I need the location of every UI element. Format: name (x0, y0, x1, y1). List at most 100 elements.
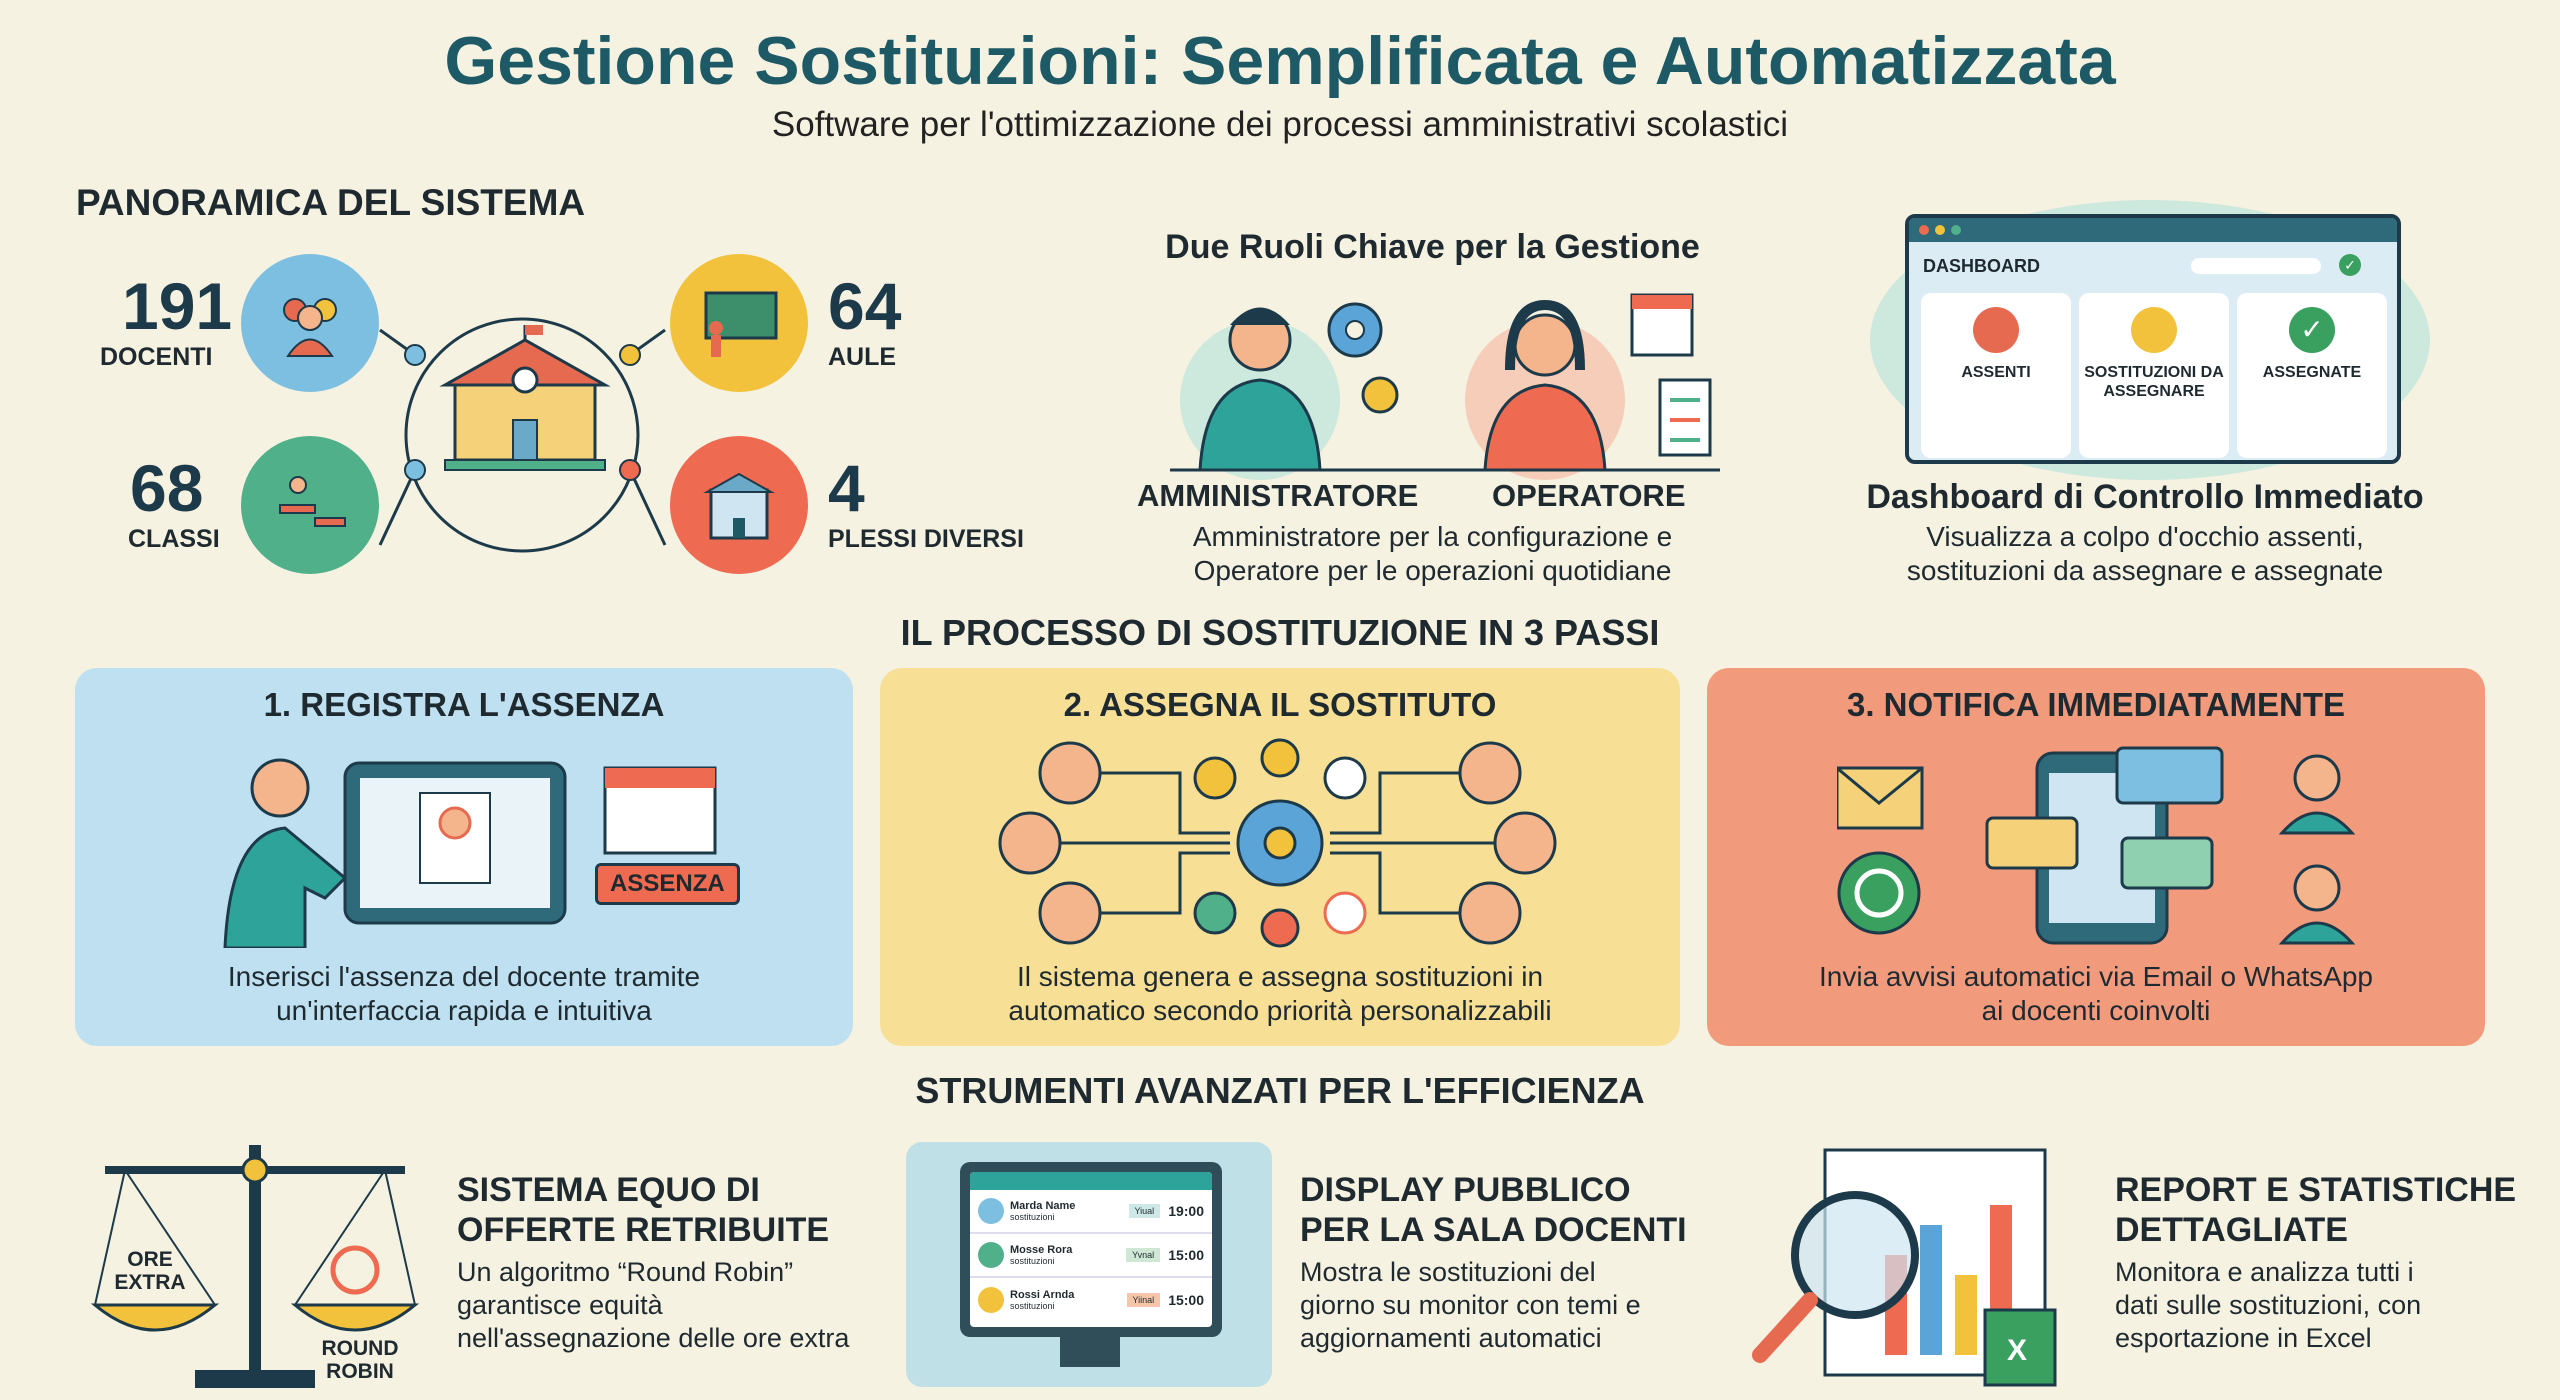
step-title: 2. ASSEGNA IL SOSTITUTO (1063, 686, 1497, 723)
search-bar[interactable] (2191, 258, 2321, 274)
stat-label-aule: AULE (828, 343, 897, 371)
roles-heading: Due Ruoli Chiave per la Gestione (1165, 228, 1700, 266)
desks-icon (241, 436, 379, 574)
tool-title: OFFERTE RETRIBUITE (457, 1211, 830, 1249)
stat-value-aule: 64 (828, 269, 902, 343)
display-titlebar (970, 1172, 1212, 1190)
row-name: Marda Name (1010, 1200, 1076, 1212)
roles-desc-line: Amministratore per la configurazione e (1192, 521, 1673, 552)
step-title: 3. NOTIFICA IMMEDIATAMENTE (1846, 686, 2346, 723)
dashboard-desc-line: sostituzioni da assegnare e assegnate (1906, 555, 2384, 586)
row-tag: Yiual (1128, 1204, 1161, 1218)
stat-value-docenti: 191 (122, 269, 233, 343)
row-name: Rossi Arnda (1010, 1289, 1075, 1301)
tool-desc-line: Monitora e analizza tutti i (2115, 1257, 2414, 1287)
dash-card-assenti[interactable]: ASSENTI (1921, 293, 2071, 458)
overview-heading: PANORAMICA DEL SISTEMA (76, 182, 586, 223)
tool-title: REPORT E STATISTICHE (2115, 1171, 2517, 1209)
page-title: Gestione Sostituzioni: Semplificata e Au… (444, 23, 2116, 99)
svg-text:X: X (2007, 1334, 2027, 1367)
card-label: ASSENTI (1961, 364, 2031, 381)
step-desc-line: un'interfaccia rapida e intuitiva (276, 995, 652, 1026)
tool-desc-line: dati sulle sostituzioni, con (2115, 1290, 2422, 1320)
dashboard-desc-line: Visualizza a colpo d'occhio assenti, (1926, 521, 2364, 552)
building-icon (670, 436, 808, 574)
step-desc-line: Il sistema genera e assegna sostituzioni… (1016, 961, 1544, 992)
dashboard-window: DASHBOARD ✓ ASSENTI SOSTITUZIONI DA ASSE… (1905, 214, 2401, 464)
dashboard-heading: Dashboard di Controllo Immediato (1866, 478, 2424, 516)
tool-title: PER LA SALA DOCENTI (1300, 1211, 1687, 1249)
role-admin-label: AMMINISTRATORE (1137, 478, 1419, 513)
dash-card-da-assegnare[interactable]: SOSTITUZIONI DA ASSEGNARE (2079, 293, 2229, 458)
register-absence-illustration (223, 758, 717, 948)
tool-desc-line: garantisce equità (457, 1290, 663, 1320)
tool-desc-line: aggiornamenti automatici (1300, 1323, 1602, 1353)
tool-desc-line: giorno su monitor con temi e (1300, 1290, 1641, 1320)
whatsapp-icon (1837, 851, 1921, 935)
stat-label-plessi: PLESSI DIVERSI (828, 525, 1024, 553)
row-tag: Yiinal (1126, 1293, 1161, 1307)
scale-left-label: ORE EXTRA (114, 1248, 186, 1294)
row-time: 15:00 (1168, 1247, 1204, 1263)
card-label: ASSEGNATE (2262, 364, 2362, 381)
tool-title: DETTAGLIATE (2115, 1211, 2348, 1249)
row-name: Mosse Rora (1010, 1244, 1073, 1256)
row-sub: sostituzioni (1010, 1212, 1055, 1222)
roles-desc-line: Operatore per le operazioni quotidiane (1193, 555, 1672, 586)
step-1-panel: 1. REGISTRA L'ASSENZA ASSENZA Inserisci … (75, 668, 853, 1046)
row-time: 15:00 (1168, 1292, 1204, 1308)
absence-badge: ASSENZA (595, 863, 740, 905)
stat-label-classi: CLASSI (128, 525, 220, 553)
dashboard-description: Visualizza a colpo d'occhio assenti,sost… (1830, 520, 2460, 588)
report-chart-icon: X (1752, 1148, 2057, 1387)
roles-illustration (1170, 293, 1720, 480)
window-titlebar (1909, 218, 2397, 242)
process-heading: IL PROCESSO DI SOSTITUZIONE IN 3 PASSI (900, 612, 1660, 653)
tool-desc-line: Mostra le sostituzioni del (1300, 1257, 1596, 1287)
calendar-icon (1630, 293, 1694, 357)
step-desc-line: Invia avvisi automatici via Email o What… (1819, 961, 2373, 992)
administrator-figure (1198, 307, 1322, 472)
page-subtitle: Software per l'ottimizzazione dei proces… (771, 105, 1789, 144)
stat-label-docenti: DOCENTI (100, 343, 213, 371)
assignment-network-illustration (998, 738, 1557, 948)
step-description: Invia avvisi automatici via Email o What… (1707, 960, 2485, 1028)
tool-desc-line: Un algoritmo “Round Robin” (457, 1257, 794, 1287)
step-title: 1. REGISTRA L'ASSENZA (263, 686, 665, 723)
step-description: Il sistema genera e assegna sostituzioni… (880, 960, 1680, 1028)
user-icon (1973, 307, 2019, 353)
email-icon (1837, 766, 1924, 830)
clipboard-icon (1658, 378, 1712, 457)
role-operator-label: OPERATORE (1492, 478, 1686, 513)
school-icon (439, 325, 611, 471)
users-icon (2131, 307, 2177, 353)
step-3-panel: 3. NOTIFICA IMMEDIATAMENTE Invia avvisi … (1707, 668, 2485, 1046)
dash-card-assegnate[interactable]: ✓ASSEGNATE (2237, 293, 2387, 458)
recipient-icon (2278, 754, 2356, 945)
step-desc-line: ai docenti coinvolti (1981, 995, 2211, 1026)
tool-desc-line: esportazione in Excel (2115, 1323, 2372, 1353)
check-icon: ✓ (2339, 254, 2361, 276)
classroom-blackboard-icon (670, 254, 808, 392)
excel-icon: X (1983, 1308, 2057, 1387)
network-lines (378, 317, 667, 553)
operator-figure (1483, 299, 1607, 472)
row-sub: sostituzioni (1010, 1301, 1055, 1311)
notification-illustration (1837, 746, 2356, 945)
row-sub: sostituzioni (1010, 1256, 1055, 1266)
tool-title: DISPLAY PUBBLICO (1300, 1171, 1631, 1209)
row-time: 19:00 (1168, 1203, 1204, 1219)
step-desc-line: automatico secondo priorità personalizza… (1008, 995, 1552, 1026)
balance-scale-icon (90, 1145, 420, 1388)
